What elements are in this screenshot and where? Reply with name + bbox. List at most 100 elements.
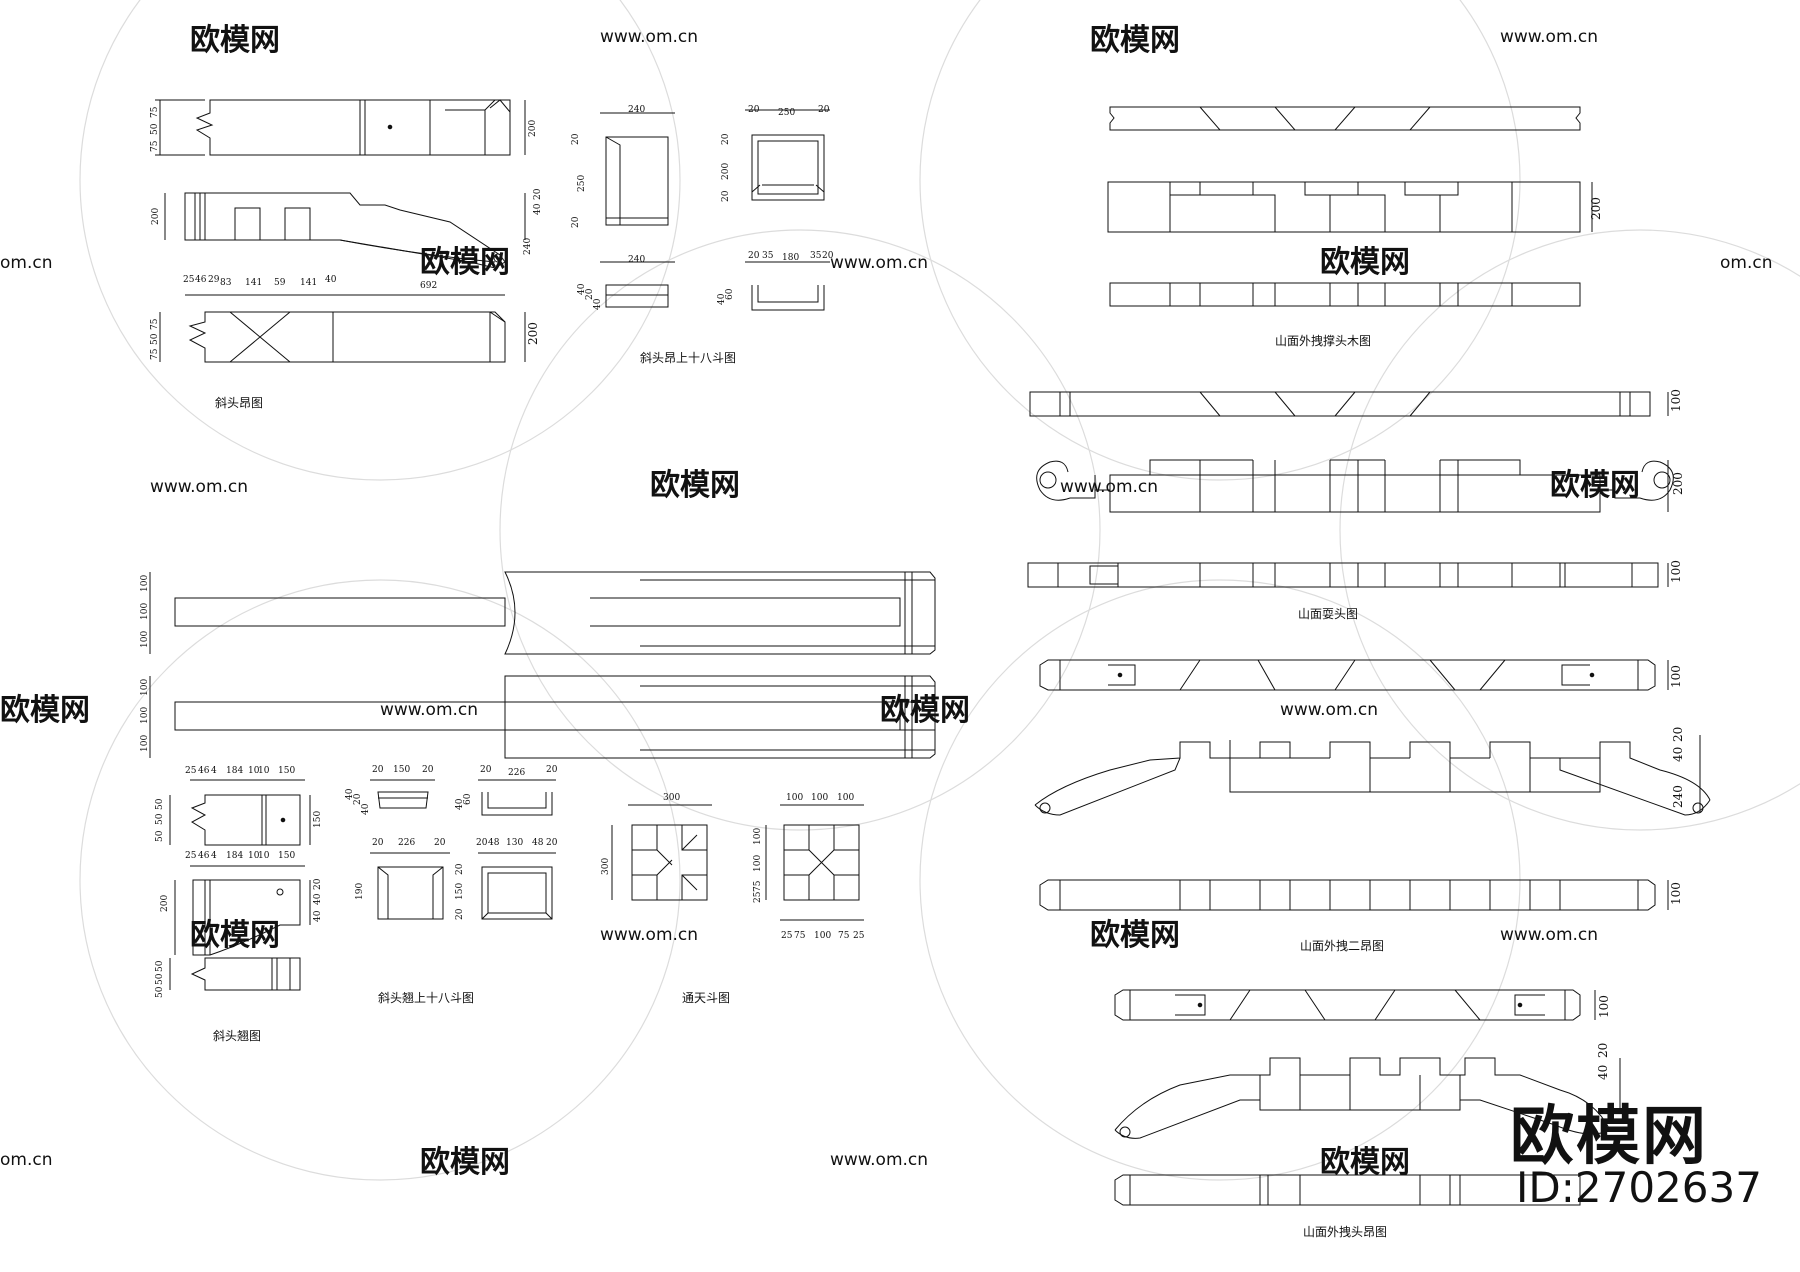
dim-label: 20 [721, 133, 731, 145]
dim-label: 100 [1669, 882, 1683, 905]
watermark-brand: 欧模网 [650, 468, 740, 503]
dim-label: 20 [822, 251, 834, 261]
dim-label: 48 [488, 838, 500, 848]
dim-label: 184 [226, 766, 243, 776]
watermark-site: www.om.cn [1280, 700, 1378, 720]
dim-label: 20 [585, 288, 595, 300]
caption-xietou-qiao: 斜头翘图 [213, 1029, 261, 1043]
dim-label: 75 [150, 348, 160, 360]
dim-label: 240 [628, 105, 645, 115]
watermark-brand: 欧模网 [1550, 468, 1640, 503]
dim-label: 200 [1671, 472, 1685, 495]
dim-label: 20 [1596, 1043, 1610, 1058]
watermark-site-short: om.cn [0, 1150, 53, 1170]
watermark-site: www.om.cn [150, 477, 248, 497]
dim-label: 46 [198, 851, 210, 861]
dim-label: 10 [248, 851, 260, 861]
dim-label: 50 [155, 986, 165, 998]
dim-label: 4 [211, 766, 217, 776]
dim-label: 40 [345, 788, 355, 800]
dim-label: 100 [753, 828, 763, 845]
long-beam-dims: 100 100 100 100 100 100 [140, 575, 150, 752]
dim-label: 200 [526, 322, 540, 345]
dim-label: 100 [140, 575, 150, 592]
dim-label: 200 [1589, 197, 1603, 220]
dim-label: 20 [721, 190, 731, 202]
xietou-ang-dims: 75 50 75 200 200 20 40 240 25 46 29 83 1… [150, 106, 543, 360]
dim-label: 240 [628, 255, 645, 265]
dim-label: 59 [274, 278, 286, 288]
shanmian-erang-dims: 100 20 40 240 100 [1669, 665, 1685, 905]
dim-label: 20 [546, 838, 558, 848]
dim-label: 100 [140, 679, 150, 696]
dim-label: 50 [150, 123, 160, 135]
dim-label: 10 [248, 766, 260, 776]
watermark-brand: 欧模网 [0, 693, 90, 728]
dim-label: 300 [601, 858, 611, 875]
dim-label: 75 [753, 880, 763, 892]
watermark-site: www.om.cn [1500, 27, 1598, 47]
dim-label: 46 [198, 766, 210, 776]
dim-label: 29 [208, 275, 220, 285]
dim-label: 100 [140, 603, 150, 620]
dim-label: 200 [160, 895, 170, 912]
dim-label: 190 [355, 883, 365, 900]
dim-label: 46 [195, 275, 207, 285]
dim-label: 35 [810, 251, 822, 261]
dim-label: 20 [422, 765, 434, 775]
watermark-site: www.om.cn [1060, 477, 1158, 497]
dim-label: 20 [571, 216, 581, 228]
dim-label: 40 [313, 910, 323, 922]
caption-shanmian-chengtou: 山面外拽撑头木图 [1275, 333, 1371, 348]
xietou-ang-18dou-drawing [600, 109, 830, 311]
dim-label: 40 [593, 298, 603, 310]
dim-label: 20 [476, 838, 488, 848]
watermark-site: www.om.cn [830, 1150, 928, 1170]
dim-label: 75 [150, 140, 160, 152]
watermark-brand: 欧模网 [420, 245, 510, 280]
dim-label: 20 [1671, 727, 1685, 742]
dim-label: 100 [811, 793, 828, 803]
dim-label: 100 [140, 735, 150, 752]
caption-xietou-ang-18dou: 斜头昂上十八斗图 [640, 351, 736, 365]
dim-label: 150 [313, 811, 323, 828]
dim-label: 20 [546, 765, 558, 775]
dim-label: 40 [1671, 747, 1685, 762]
dim-label: 130 [506, 838, 523, 848]
dim-label: 75 [794, 931, 806, 941]
dim-label: 100 [140, 631, 150, 648]
watermark-brand: 欧模网 [880, 693, 970, 728]
xietou-qiao-drawing [169, 779, 311, 991]
dim-label: 150 [278, 851, 295, 861]
dim-label: 25 [853, 931, 865, 941]
dim-label: 50 [155, 813, 165, 825]
shanmian-shuatou-drawing [1027, 391, 1674, 588]
dim-label: 20 [353, 793, 363, 805]
shanmian-tou-ang-drawing [1114, 989, 1621, 1206]
shanmian-erang-drawing [1034, 659, 1711, 911]
dim-label: 200 [151, 208, 161, 225]
watermark-site-short: om.cn [1720, 253, 1773, 273]
caption-xietou-ang: 斜头昂图 [215, 396, 263, 410]
dim-label: 25 [185, 851, 197, 861]
watermark-brand: 欧模网 [1090, 918, 1180, 953]
caption-shanmian-tou-ang: 山面外拽头昂图 [1303, 1225, 1387, 1239]
dim-label: 40 [533, 203, 543, 215]
model-id: ID:2702637 [1516, 1163, 1762, 1212]
dim-label: 75 [838, 931, 850, 941]
brand-name: 欧模网 [1510, 1100, 1708, 1174]
dim-label: 300 [663, 793, 680, 803]
dim-label: 240 [1671, 785, 1685, 808]
shanmian-chengtou-drawing [1107, 106, 1593, 307]
watermark-site: www.om.cn [1500, 925, 1598, 945]
watermark-site: www.om.cn [830, 253, 928, 273]
dim-label: 20 [455, 863, 465, 875]
dim-label: 10 [258, 851, 270, 861]
caption-xietou-qiao-18dou: 斜头翘上十八斗图 [378, 991, 474, 1005]
dim-label: 20 [748, 105, 760, 115]
dim-label: 75 [150, 318, 160, 330]
watermark-layer [79, 0, 1800, 1181]
dim-label: 50 [155, 798, 165, 810]
dim-label: 50 [155, 960, 165, 972]
